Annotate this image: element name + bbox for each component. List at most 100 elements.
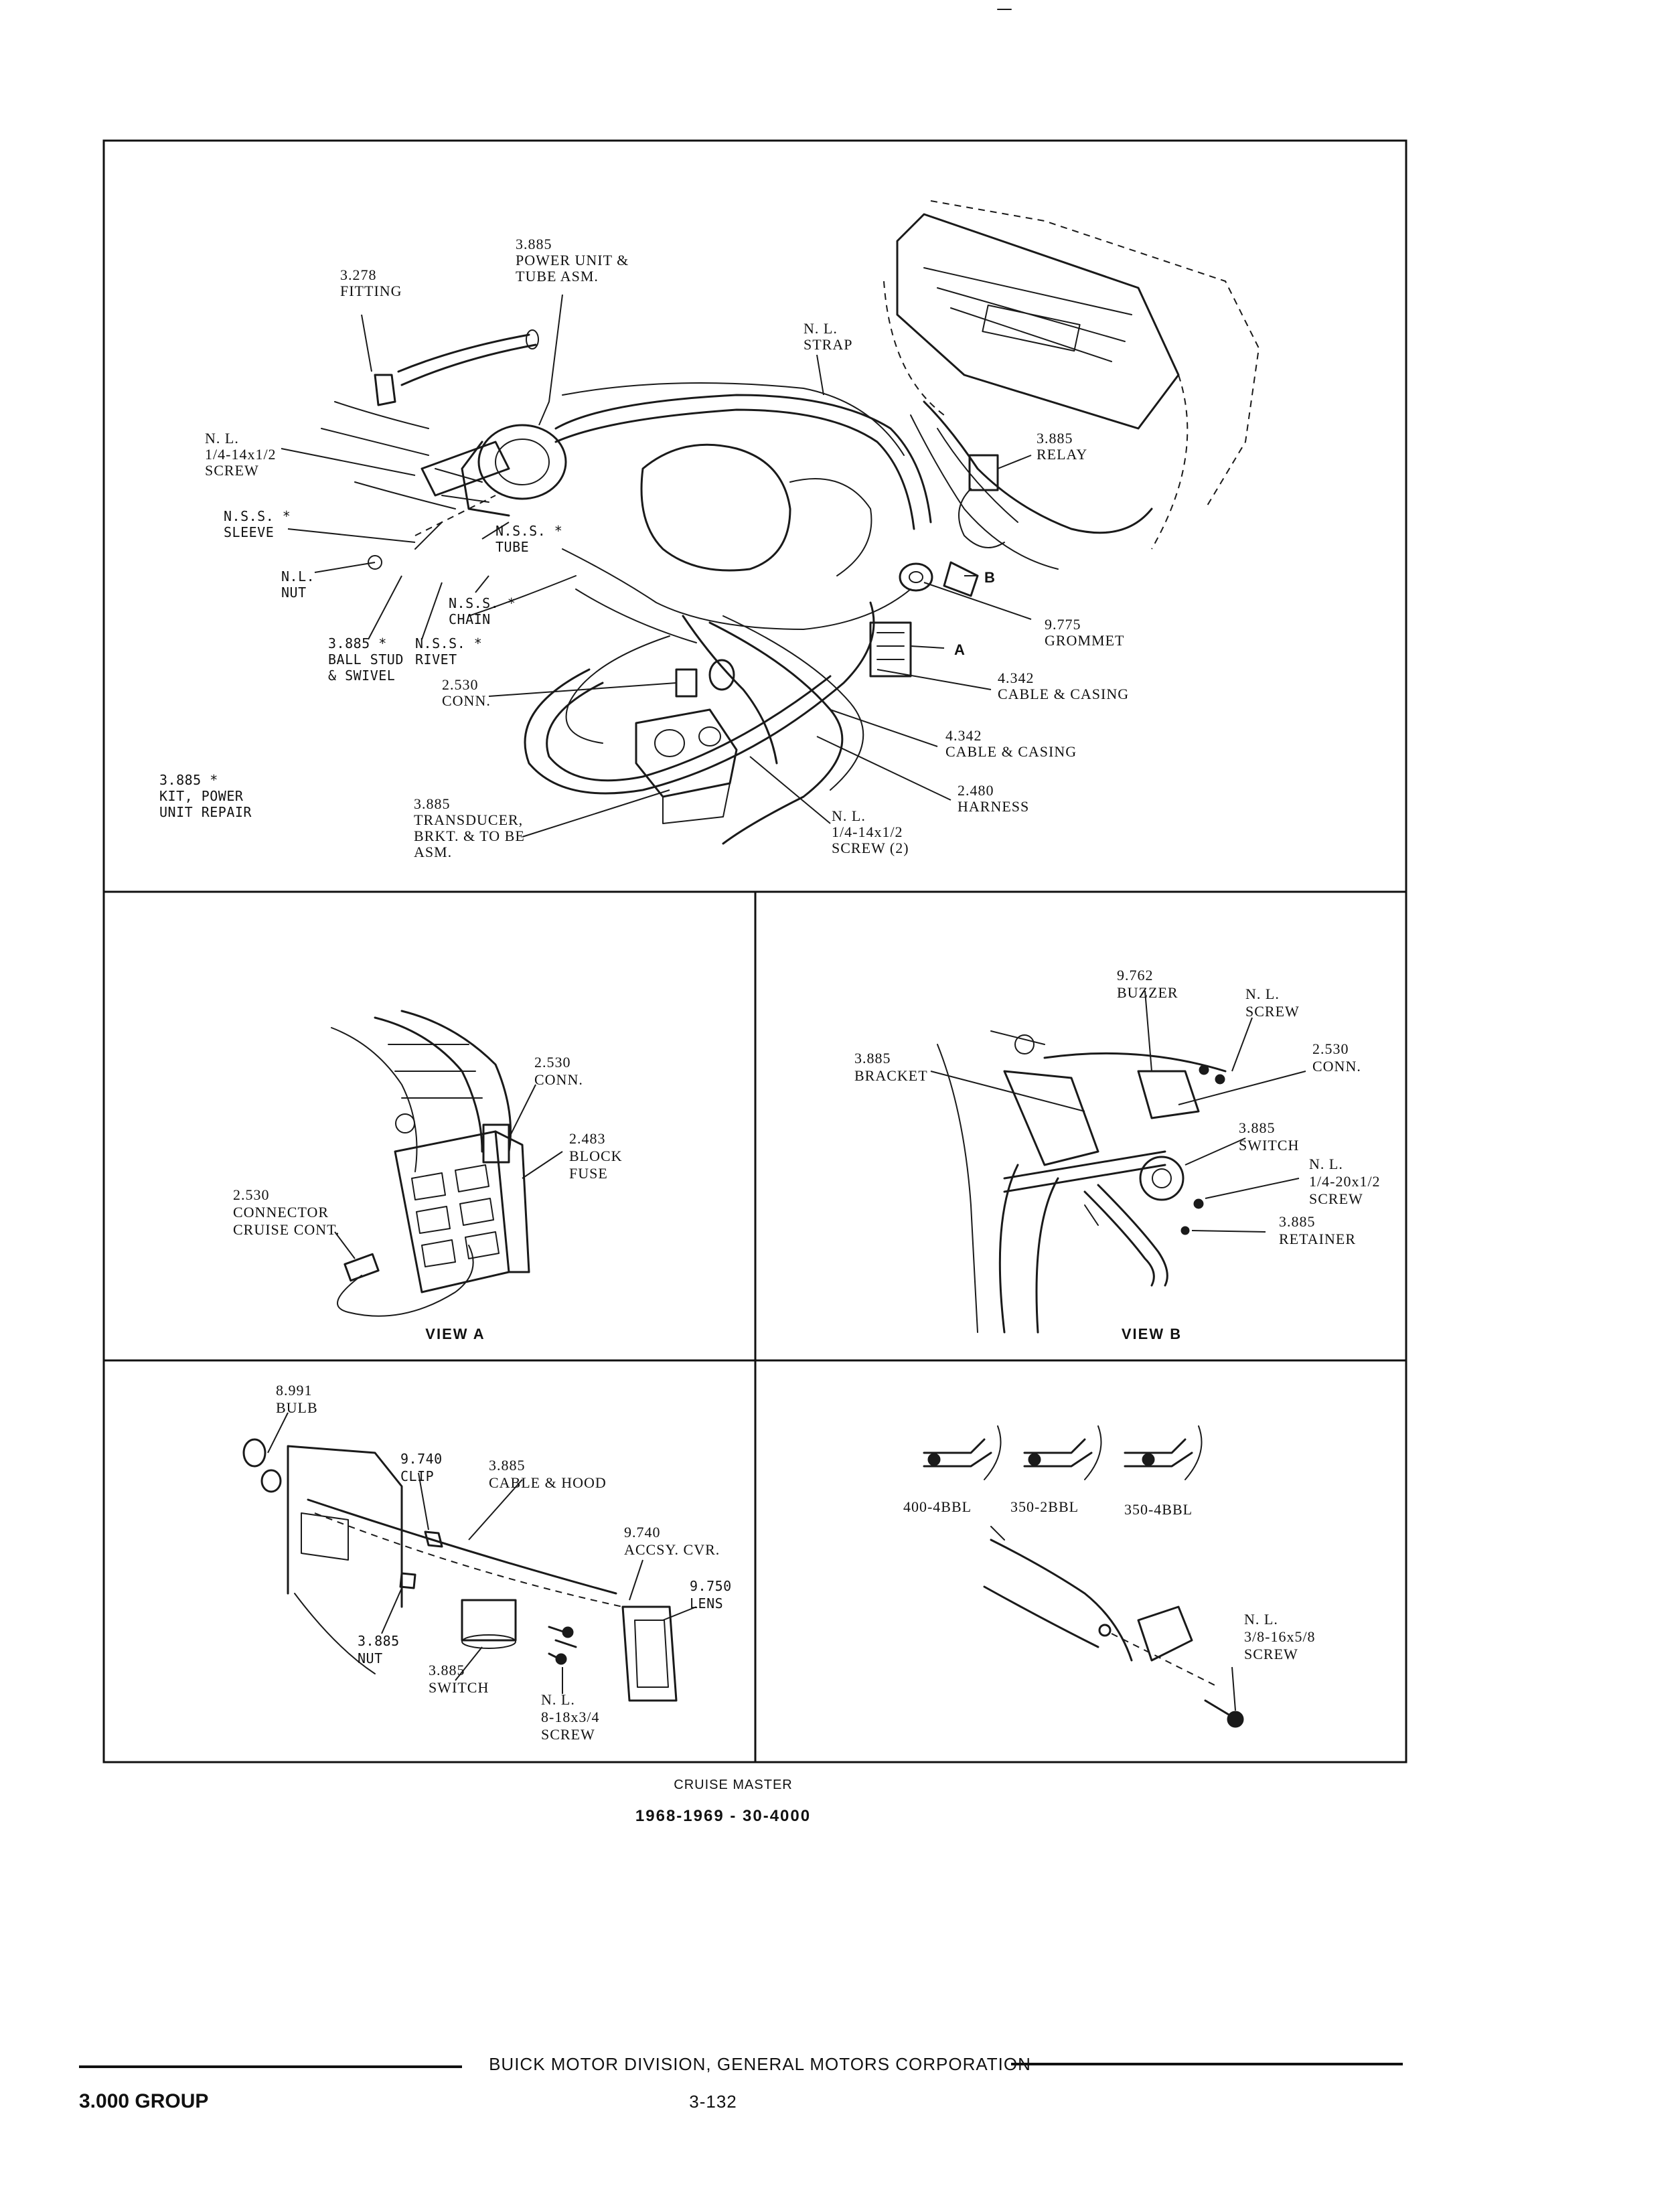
- callout-label-line: SWITCH: [1239, 1137, 1299, 1154]
- callout-label-line: BLOCK: [569, 1148, 623, 1164]
- callout-label-line: SWITCH: [429, 1679, 489, 1696]
- callout-label-line: STRAP: [804, 336, 852, 353]
- callout-label-line: 1/4-20x1/2: [1309, 1173, 1381, 1190]
- callout-label-line: TRANSDUCER,: [414, 811, 523, 828]
- callout-label-line: 3.885: [414, 795, 451, 812]
- callout-label-line: BUZZER: [1117, 984, 1178, 1001]
- callout-label: N.S.S. *SLEEVE: [224, 508, 291, 540]
- callout-label-line: 9.740: [624, 1524, 661, 1541]
- view-a-title: VIEW A: [425, 1326, 485, 1342]
- callout-label: 3.885 *BALL STUD& SWIVEL: [328, 635, 404, 684]
- callout-label-line: SCREW: [1244, 1646, 1298, 1662]
- callout-label-line: CRUISE CONT.: [233, 1221, 340, 1238]
- callout-label-line: 2.480: [958, 782, 994, 799]
- callout-label-line: 3.885: [358, 1633, 400, 1649]
- engine-label: 400-4BBL: [903, 1498, 972, 1515]
- view-b-title: VIEW B: [1122, 1326, 1182, 1342]
- figure-caption-subtitle: 1968-1969 - 30-4000: [635, 1807, 811, 1825]
- main-assembly-drawing: [321, 200, 1260, 845]
- callout-label-line: B: [984, 569, 996, 586]
- callout-label-line: UNIT REPAIR: [159, 804, 252, 820]
- callout-label-line: ACCSY. CVR.: [624, 1541, 720, 1558]
- leader-lines: [267, 294, 1306, 1711]
- callout-label-line: NUT: [358, 1650, 383, 1666]
- callout-label-line: & SWIVEL: [328, 667, 395, 684]
- callout-label-line: SCREW: [205, 462, 259, 479]
- callout-label-line: N. L.: [804, 320, 838, 337]
- callout-label-line: N. L.: [1244, 1611, 1278, 1628]
- callout-label-line: N.S.S. *: [495, 523, 562, 539]
- engine-label: 350-2BBL: [1010, 1498, 1079, 1515]
- callout-label-line: RELAY: [1037, 446, 1087, 463]
- view-a-drawing: [331, 1010, 530, 1317]
- callout-label-line: A: [954, 641, 966, 658]
- callout-label-line: BULB: [276, 1399, 318, 1416]
- callout-label-line: 2.530: [233, 1186, 270, 1203]
- callout-label-line: 3.885: [854, 1050, 891, 1067]
- callout-label: N.S.S. *TUBE: [495, 523, 562, 555]
- callout-label-line: HARNESS: [958, 798, 1029, 815]
- callout-label-line: SCREW: [1245, 1003, 1300, 1020]
- engine-label: 350-4BBL: [1124, 1501, 1193, 1518]
- callout-label-line: RETAINER: [1279, 1231, 1356, 1247]
- callout-label-line: SCREW: [541, 1726, 595, 1743]
- callout-label-line: N.S.S. *: [224, 508, 291, 524]
- callout-label-line: CABLE & CASING: [945, 743, 1077, 760]
- callout-label-line: ASM.: [414, 844, 452, 860]
- callout-label-line: 3/8-16x5/8: [1244, 1628, 1316, 1645]
- callout-label-line: BRACKET: [854, 1067, 928, 1084]
- callout-label: N.L.NUT: [281, 568, 315, 601]
- callout-label-line: CONN.: [1312, 1058, 1361, 1075]
- callout-label-line: 2.530: [1312, 1040, 1349, 1057]
- callout-label-line: 8.991: [276, 1382, 313, 1399]
- callout-label-line: 3.885: [1239, 1119, 1276, 1136]
- callout-label-line: N.S.S. *: [415, 635, 482, 651]
- callout-label-line: RIVET: [415, 651, 457, 667]
- callout-label-line: FUSE: [569, 1165, 608, 1182]
- callout-label-line: 1/4-14x1/2: [205, 446, 277, 463]
- callout-label-line: N. L.: [1309, 1156, 1343, 1172]
- callout-label-line: CABLE & CASING: [998, 686, 1129, 702]
- callout-label-line: 2.530: [534, 1054, 571, 1071]
- callout-label-line: BRKT. & TO BE: [414, 828, 525, 844]
- callout-label: N.S.S. *RIVET: [415, 635, 482, 667]
- callout-label-line: CONNECTOR: [233, 1204, 329, 1221]
- callout-label-line: N. L.: [1245, 986, 1280, 1002]
- callout-label-line: TUBE: [495, 539, 529, 555]
- footer-page-number: 3-132: [689, 2092, 737, 2112]
- callout-label: A: [954, 641, 966, 658]
- callout-label-line: CONN.: [534, 1071, 583, 1088]
- footer-group: 3.000 GROUP: [79, 2090, 208, 2112]
- callout-label-line: LENS: [690, 1595, 723, 1611]
- callout-label-line: 8-18x3/4: [541, 1709, 599, 1725]
- callout-label-line: 9.750: [690, 1578, 732, 1594]
- callout-label-line: 3.885: [489, 1457, 526, 1474]
- callout-label: N. L.SCREW: [1245, 986, 1300, 1020]
- callout-label-line: 4.342: [945, 727, 982, 744]
- callout-label-line: CABLE & HOOD: [489, 1474, 607, 1491]
- view-c-drawing: [242, 1438, 678, 1702]
